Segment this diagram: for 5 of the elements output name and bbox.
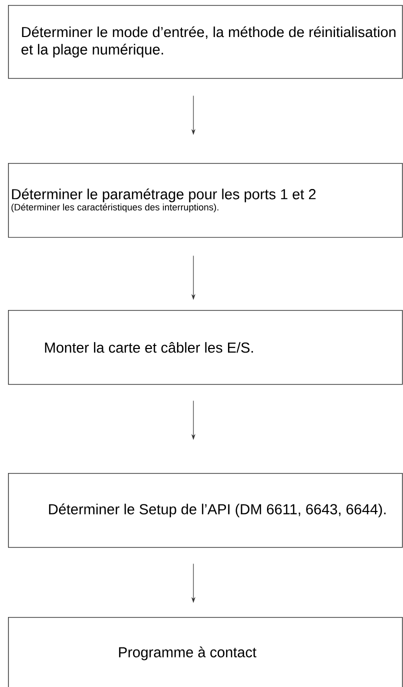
process-box: Déterminer le paramétrage pour les ports 1 et 2 (Déterminer les caractéristiques des interruptions).	[8, 163, 403, 238]
process-box: Déterminer le mode d’entrée, la méthode de réinitialisation et la plage numérique.	[8, 5, 403, 79]
process-box: Déterminer le Setup de l’API (DM 6611, 6643, 6644).	[8, 473, 403, 548]
process-box: Monter la carte et câbler les E/S.	[8, 310, 403, 385]
process-box: Programme à contact	[8, 617, 403, 687]
